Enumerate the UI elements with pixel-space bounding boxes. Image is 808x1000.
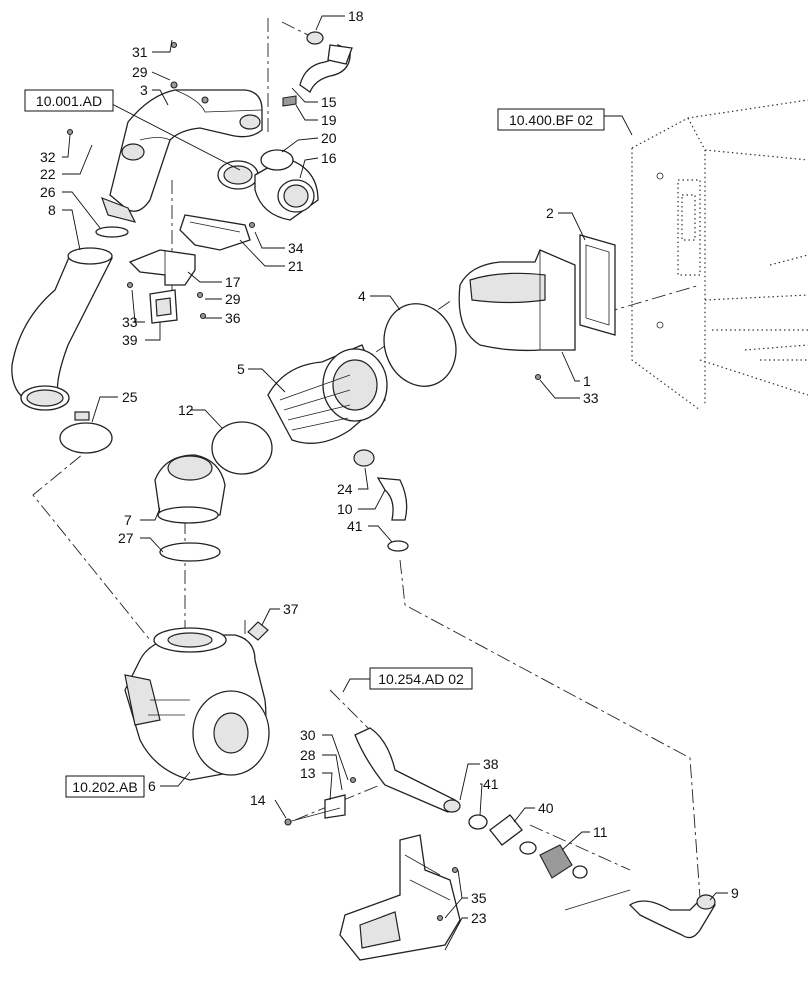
callout-5: 5 — [237, 361, 245, 377]
ref-box-10202ab[interactable] — [65, 775, 145, 798]
filter-element-5 — [267, 344, 388, 444]
bracket-17 — [128, 249, 196, 286]
sensor-11 — [519, 841, 588, 879]
gasket-2 — [579, 234, 616, 336]
clamp-41b — [468, 814, 488, 830]
ref-text-10202ab: 10.202.AB — [72, 779, 137, 795]
callout-17: 17 — [225, 274, 241, 290]
callout-28: 28 — [300, 747, 316, 763]
callout-9: 9 — [731, 885, 739, 901]
callout-12: 12 — [178, 402, 194, 418]
guard-23 — [339, 834, 461, 961]
o-ring-12 — [211, 421, 273, 475]
air-cleaner-6 — [124, 627, 270, 781]
callout-8: 8 — [48, 202, 56, 218]
hose-15 — [282, 31, 353, 107]
callout-2: 2 — [546, 205, 554, 221]
hose-40 — [489, 814, 523, 846]
plug-37 — [247, 621, 269, 641]
callout-1: 1 — [583, 373, 591, 389]
callout-33a: 33 — [122, 314, 138, 330]
valve-24 — [353, 449, 375, 467]
intake-tube-3 — [101, 89, 263, 223]
ref-text-10254ad02: 10.254.AD 02 — [378, 671, 464, 687]
callout-36: 36 — [225, 310, 241, 326]
callout-31: 31 — [132, 44, 148, 60]
callout-24: 24 — [337, 481, 353, 497]
callout-26: 26 — [40, 184, 56, 200]
callout-21: 21 — [288, 258, 304, 274]
callout-20: 20 — [321, 130, 337, 146]
ref-text-10400bf02: 10.400.BF 02 — [509, 112, 593, 128]
callout-40: 40 — [538, 800, 554, 816]
callout-23: 23 — [471, 910, 487, 926]
callout-29b: 29 — [225, 291, 241, 307]
hose-9 — [564, 889, 716, 939]
callout-38: 38 — [483, 756, 499, 772]
callout-39: 39 — [122, 332, 138, 348]
callout-41a: 41 — [347, 518, 363, 534]
callout-3: 3 — [140, 82, 148, 98]
callout-25: 25 — [122, 389, 138, 405]
callout-33b: 33 — [583, 390, 599, 406]
callout-15: 15 — [321, 94, 337, 110]
callout-13: 13 — [300, 765, 316, 781]
elbow-7 — [154, 454, 226, 524]
clamp-25 — [59, 411, 113, 454]
callout-numbers: 18 31 29 3 15 19 20 16 32 22 26 8 34 21 … — [40, 8, 739, 926]
clip-13 — [284, 794, 346, 826]
callout-30: 30 — [300, 727, 316, 743]
elbow-20 — [217, 160, 259, 190]
callout-11: 11 — [593, 824, 608, 840]
ref-box-10254ad02[interactable] — [369, 667, 473, 690]
ref-box-10400bf02[interactable] — [497, 108, 605, 131]
callout-4: 4 — [358, 288, 366, 304]
callout-37: 37 — [283, 601, 299, 617]
tube-38 — [354, 727, 461, 813]
clamp-41a — [387, 540, 409, 552]
callout-27: 27 — [118, 530, 134, 546]
bracket-21 — [179, 214, 251, 251]
callout-6: 6 — [148, 778, 156, 794]
hose-10 — [376, 477, 408, 521]
callout-14: 14 — [250, 792, 266, 808]
leader-lines — [62, 15, 728, 951]
duct-1 — [458, 249, 576, 352]
callout-32: 32 — [40, 149, 56, 165]
block-39 — [149, 289, 178, 324]
clamp-26 — [95, 226, 129, 238]
callout-29a: 29 — [132, 64, 148, 80]
callout-16: 16 — [321, 150, 337, 166]
callout-7: 7 — [124, 512, 132, 528]
hose-8 — [11, 247, 113, 411]
ref-text-10001ad: 10.001.AD — [36, 93, 102, 109]
callout-34: 34 — [288, 240, 304, 256]
clamp-27 — [159, 542, 221, 562]
callout-22: 22 — [40, 166, 56, 182]
callout-35: 35 — [471, 890, 487, 906]
tube-16 — [254, 149, 319, 221]
callout-10: 10 — [337, 501, 353, 517]
bolts — [66, 41, 542, 922]
callout-18: 18 — [348, 8, 364, 24]
callout-19: 19 — [321, 112, 337, 128]
frame-panel — [631, 99, 808, 411]
seal-ring-4 — [383, 303, 457, 387]
reference-boxes: 10.001.AD 10.400.BF 02 10.254.AD 02 10.2… — [24, 89, 605, 798]
callout-41b: 41 — [483, 776, 499, 792]
ref-box-10001ad[interactable] — [24, 89, 114, 112]
